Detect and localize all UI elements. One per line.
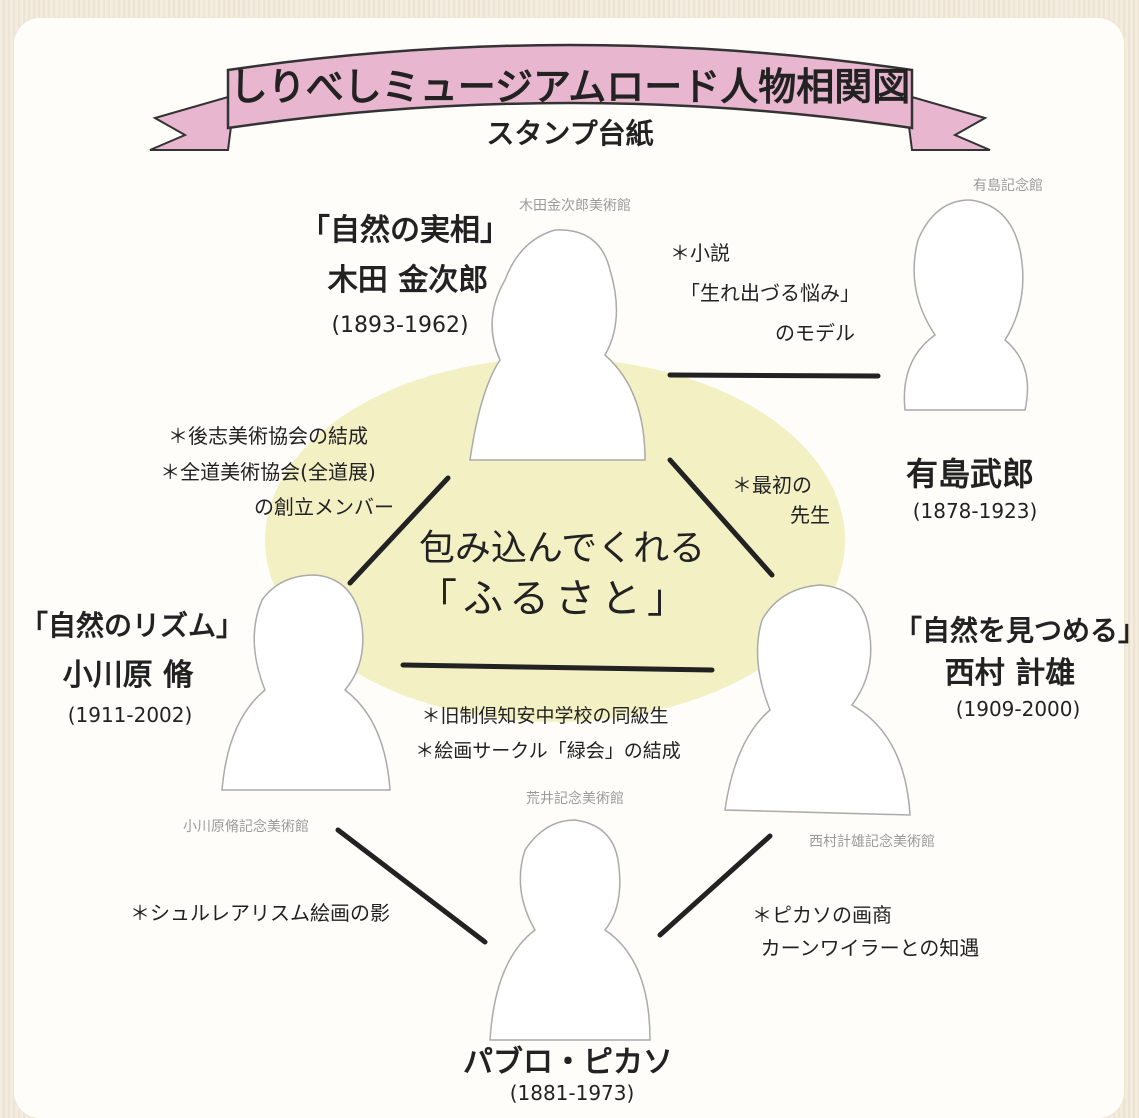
museum-arai: 荒井記念美術館 [526,790,624,806]
arishima-silhouette [903,199,1029,411]
kida-silhouette [469,229,646,461]
kida-name: 木田 金次郎 [327,263,488,298]
ogawara-work: 「自然のリズム」 [20,609,244,642]
nishimura-years: (1909-2000) [956,697,1081,721]
nishimura-work: 「自然を見つめる」 [894,614,1139,647]
museum-kida: 木田金次郎美術館 [519,197,631,213]
note-kida-arishima-3: のモデル [775,321,855,345]
arishima-years: (1878-1923) [913,499,1038,523]
note-kida-arishima-1: ＊小説 [670,241,730,265]
note-kida-nishimura-2: 先生 [790,503,830,527]
note-kida-ogawara-2: ＊全道美術協会(全道展) [160,460,376,484]
museum-ogawara: 小川原脩記念美術館 [183,818,309,834]
note-ogawara-nishimura-2: ＊絵画サークル「緑会」の結成 [415,740,680,762]
ogawara-silhouette [221,574,391,791]
arishima-name: 有島武郎 [906,455,1034,493]
picasso-silhouette [489,819,651,1041]
picasso-years: (1881-1973) [510,1081,635,1105]
nishimura-silhouette [724,584,911,816]
kida-work: 「自然の実相」 [300,213,510,248]
center-line-1: 包み込んでくれる [419,528,705,569]
picasso-name: パブロ・ピカソ [463,1045,673,1080]
note-kida-nishimura-1: ＊最初の [732,473,812,497]
note-kida-ogawara-1: ＊後志美術協会の結成 [168,424,368,448]
note-nishimura-picasso-2: カーンワイラーとの知遇 [761,936,980,960]
relation-lines [335,372,881,945]
note-nishimura-picasso-1: ＊ピカソの画商 [752,903,892,927]
banner-title: しりべしミュージアムロード人物相関図 [230,65,911,109]
center-blob [265,358,845,722]
note-kida-arishima-2: 「生れ出づる悩み」 [680,281,860,305]
ogawara-name: 小川原 脩 [63,658,194,693]
note-ogawara-picasso-1: ＊シュルレアリスム絵画の影 [130,901,390,925]
museum-arishima: 有島記念館 [973,177,1043,193]
nishimura-name: 西村 計雄 [945,656,1075,691]
note-kida-ogawara-3: の創立メンバー [254,495,394,519]
kida-years: (1893-1962) [331,313,468,338]
ogawara-years: (1911-2002) [68,703,193,727]
title-banner: しりべしミュージアムロード人物相関図 [149,43,991,151]
subtitle: スタンプ台紙 [486,117,653,150]
center-line-2: 「ふるさと」 [417,576,693,622]
museum-nishimura: 西村計雄記念美術館 [809,833,935,849]
note-ogawara-nishimura-1: ＊旧制倶知安中学校の同級生 [421,705,668,727]
